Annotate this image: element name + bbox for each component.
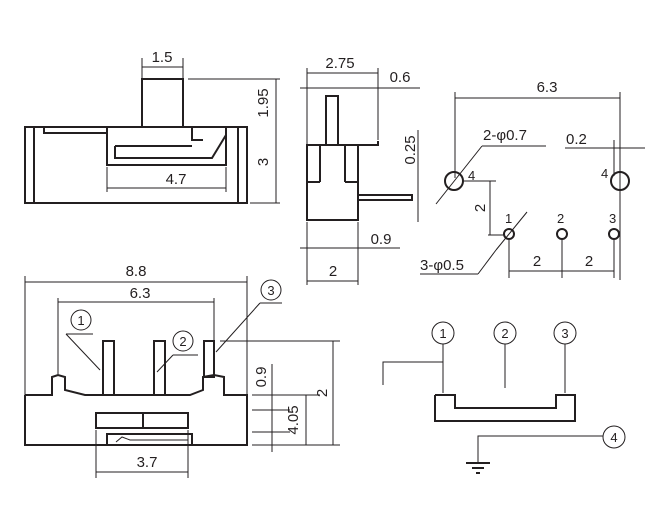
dim-large-holes: 2-φ0.7 [483,127,527,144]
dim-pin-height: 0.9 [253,367,270,388]
dim-stem-width: 1.5 [152,49,173,66]
pin-label-1: 1 [77,313,84,328]
dim-pitch-2: 2 [585,253,593,270]
hole-4-right [610,171,630,191]
dim-small-holes: 3-φ0.5 [420,257,464,274]
hole-label: 4 [468,168,475,183]
dim-stem-height: 1.95 [255,88,272,117]
hole-label: 2 [557,211,564,226]
dim-clearance: 0.2 [566,131,587,148]
dim-body-height: 3 [255,158,272,166]
side-view: 2.75 0.6 0.25 0.9 2 [300,55,420,285]
dim-span: 6.3 [537,79,558,96]
terminal-2: 2 [501,326,508,341]
dim-pin-thickness: 0.25 [402,135,419,164]
dim-row-spacing: 2 [472,204,489,212]
front-view: 1.5 1.95 3 4.7 [24,49,280,204]
bottom-view: 8.8 6.3 1 2 3 0.9 4.05 2 3.7 [24,263,340,478]
dim-overall-width: 8.8 [126,263,147,280]
terminal-3: 3 [561,326,568,341]
pin-label-2: 2 [179,334,186,349]
hole-2 [556,228,568,240]
dim-body-depth: 2 [329,263,337,280]
hole-3 [608,228,620,240]
pin-label-3: 3 [267,283,274,298]
dim-pin-span: 6.3 [130,285,151,302]
terminal-4: 4 [610,430,617,445]
hole-label: 3 [609,211,616,226]
dim-pitch-1: 2 [533,253,541,270]
terminal-1: 1 [439,326,446,341]
dim-depth: 2.75 [325,55,354,72]
dim-flange: 0.6 [390,69,411,86]
dim-slot-width: 4.7 [166,171,187,188]
dim-offset: 0.9 [371,231,392,248]
schematic: 1 2 3 4 [382,321,626,474]
hole-label: 4 [601,166,608,181]
footprint-view: 6.3 4 4 1 2 3 2-φ0.7 0.2 2 3-φ0.5 2 2 [420,79,645,280]
dim-slot-width: 3.7 [137,454,158,471]
dim-body-height: 4.05 [285,405,302,434]
hole-label: 1 [505,211,512,226]
dim-total-height: 2 [314,389,331,397]
